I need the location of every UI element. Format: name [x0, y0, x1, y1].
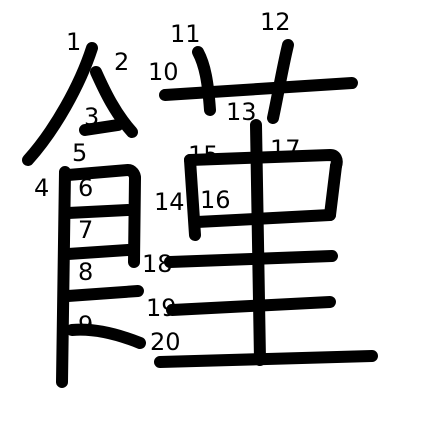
stroke-8: [62, 244, 134, 260]
stroke-19: [166, 296, 336, 316]
stroke-number-19: 19: [146, 294, 177, 322]
stroke-18: [164, 250, 338, 268]
stroke-10: [159, 77, 358, 101]
stroke-number-12: 12: [260, 8, 291, 36]
stroke-13: [250, 119, 266, 366]
stroke-number-14: 14: [154, 188, 185, 216]
stroke-number-3: 3: [84, 103, 99, 131]
stroke-number-4: 4: [34, 174, 49, 202]
stroke-number-10: 10: [148, 58, 179, 86]
stroke-numbers: 1 2 3 4 5 6 7 8 9 10 11 12 13 14 15 16 1…: [34, 8, 301, 356]
stroke-number-2: 2: [114, 48, 129, 76]
stroke-number-5: 5: [72, 139, 87, 167]
stroke-number-20: 20: [150, 328, 181, 356]
stroke-3: [79, 119, 124, 136]
stroke-2: [90, 66, 138, 138]
stroke-17: [324, 160, 342, 221]
stroke-12: [267, 39, 294, 124]
stroke-hook: [66, 323, 146, 349]
stroke-number-9: 9: [78, 311, 93, 339]
stroke-number-18: 18: [142, 250, 173, 278]
stroke-4: [56, 166, 71, 388]
stroke-number-13: 13: [226, 98, 257, 126]
stroke-7: [62, 204, 134, 219]
stroke-number-15: 15: [188, 141, 219, 169]
stroke-11: [192, 46, 216, 116]
stroke-number-11: 11: [170, 20, 201, 48]
stroke-20: [154, 350, 378, 368]
stroke-number-16: 16: [200, 186, 231, 214]
stroke-9: [62, 285, 144, 302]
stroke-number-17: 17: [270, 135, 301, 163]
stroke-number-1: 1: [66, 28, 81, 56]
stroke-6: [128, 172, 141, 268]
character-strokes: [22, 39, 378, 388]
stroke-number-8: 8: [78, 258, 93, 286]
stroke-number-7: 7: [78, 216, 93, 244]
stroke-1: [22, 42, 98, 166]
stroke-number-6: 6: [78, 174, 93, 202]
